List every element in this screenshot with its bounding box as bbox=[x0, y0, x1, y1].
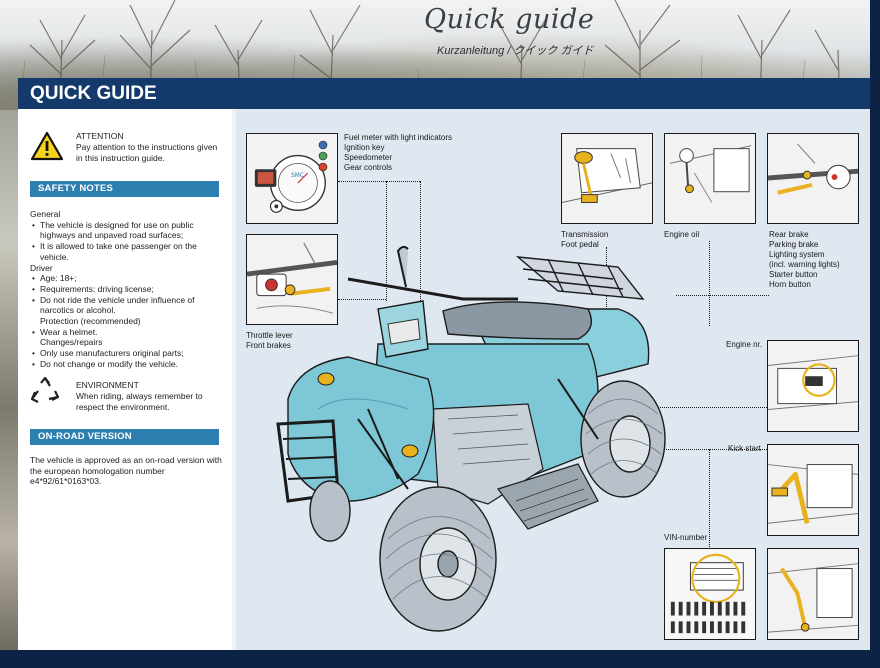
list-item: Do not change or modify the vehicle. bbox=[30, 359, 226, 370]
leader-line bbox=[338, 299, 386, 300]
callout-line: Ignition key bbox=[344, 143, 385, 152]
on-road-version-heading: ON-ROAD VERSION bbox=[38, 431, 132, 442]
callout-line: Front brakes bbox=[246, 341, 291, 350]
kick-pedal-thumbnail bbox=[767, 548, 859, 640]
general-label: General bbox=[30, 209, 61, 219]
vin-number-thumbnail bbox=[664, 548, 756, 640]
transmission-thumbnail bbox=[561, 133, 653, 224]
transmission-drawing bbox=[562, 134, 652, 223]
engine-oil-drawing bbox=[665, 134, 755, 223]
rear-controls-drawing bbox=[768, 134, 858, 223]
engine-oil-thumbnail bbox=[664, 133, 756, 224]
column-divider bbox=[232, 109, 236, 650]
environment-heading: ENVIRONMENT bbox=[76, 380, 139, 390]
dashboard-callout: Fuel meter with light indicators Ignitio… bbox=[344, 133, 452, 173]
kick-start-label: Kick start bbox=[728, 444, 761, 453]
leader-line bbox=[338, 181, 420, 182]
attention-heading: ATTENTION bbox=[76, 131, 124, 141]
callout-line: Throttle lever bbox=[246, 331, 293, 340]
list-item: Requirements: driving license; bbox=[30, 284, 226, 295]
indicator-lights-icon bbox=[318, 140, 328, 172]
driver-label: Driver bbox=[30, 262, 53, 273]
leader-line bbox=[566, 449, 767, 450]
leader-line bbox=[676, 295, 769, 296]
atv-illustration bbox=[276, 245, 666, 632]
callout-line: Lighting system bbox=[769, 250, 825, 259]
environment-text: When riding, always remember to respect … bbox=[76, 391, 203, 412]
callout-line: Speedometer bbox=[344, 153, 393, 162]
on-road-version-bar: ON-ROAD VERSION bbox=[30, 429, 219, 445]
safety-notes-bar: SAFETY NOTES bbox=[30, 181, 219, 197]
script-title: Quick guide bbox=[424, 4, 595, 35]
leader-line bbox=[420, 181, 421, 323]
list-item: Only use manufacturers original parts; bbox=[30, 348, 226, 359]
callout-line: Horn button bbox=[769, 280, 811, 289]
list-item: It is allowed to take one passenger on t… bbox=[30, 241, 226, 262]
page-title: QUICK GUIDE bbox=[30, 83, 157, 104]
engine-number-label: Engine nr. bbox=[726, 340, 763, 349]
right-edge bbox=[870, 0, 880, 668]
subtitle: Kurzanleitung / クイック ガイド bbox=[437, 45, 594, 57]
kick-start-thumbnail bbox=[767, 444, 859, 536]
safety-notes-heading: SAFETY NOTES bbox=[38, 183, 114, 194]
list-item: Do not ride the vehicle under influence … bbox=[30, 295, 226, 316]
list-subheading: Changes/repairs bbox=[40, 337, 103, 348]
callout-line: Foot pedal bbox=[561, 240, 599, 249]
bottom-bar bbox=[18, 650, 870, 668]
callout-line: Starter button bbox=[769, 270, 818, 279]
vin-number-drawing bbox=[665, 549, 755, 639]
svg-text:SMC: SMC bbox=[291, 173, 304, 179]
engine-number-drawing bbox=[768, 341, 858, 431]
leader-line bbox=[709, 449, 710, 549]
left-column: ATTENTION Pay attention to the instructi… bbox=[18, 109, 232, 650]
callout-line: Fuel meter with light indicators bbox=[344, 133, 453, 142]
driver-list: Age: 18+; Requirements: driving license;… bbox=[30, 273, 226, 369]
callout-line: Gear controls bbox=[344, 163, 393, 172]
kick-start-drawing bbox=[768, 445, 858, 535]
engine-number-thumbnail bbox=[767, 340, 859, 432]
leader-line bbox=[709, 241, 710, 326]
leader-line bbox=[386, 181, 387, 301]
transmission-callout: Transmission Foot pedal bbox=[561, 230, 608, 250]
throttle-callout: Throttle lever Front brakes bbox=[246, 331, 293, 351]
callout-line: Parking brake bbox=[769, 240, 819, 249]
list-subheading: Protection (recommended) bbox=[40, 316, 141, 327]
list-item: Wear a helmet. bbox=[30, 327, 226, 338]
vin-number-label: VIN-number bbox=[664, 533, 708, 542]
kick-pedal-drawing bbox=[768, 549, 858, 639]
on-road-version-text: The vehicle is approved as an on-road ve… bbox=[30, 455, 222, 487]
callout-line: Transmission bbox=[561, 230, 609, 239]
recycle-icon bbox=[30, 377, 60, 403]
callout-line: Rear brake bbox=[769, 230, 809, 239]
rear-controls-callout: Rear brake Parking brake Lighting system… bbox=[769, 230, 840, 290]
list-item: Age: 18+; bbox=[30, 273, 226, 284]
leader-line bbox=[596, 407, 767, 408]
safety-notes-text: General The vehicle is designed for use … bbox=[30, 209, 226, 370]
list-item: The vehicle is designed for use on publi… bbox=[30, 220, 226, 241]
atv-diagram: SMC Fuel meter with light indicators Ign… bbox=[236, 109, 870, 650]
title-bar: QUICK GUIDE bbox=[18, 78, 870, 109]
general-list: The vehicle is designed for use on publi… bbox=[30, 220, 226, 263]
side-photo-strip bbox=[0, 110, 18, 650]
engine-oil-label: Engine oil bbox=[664, 230, 700, 239]
callout-line: (incl. warning lights) bbox=[769, 260, 840, 269]
throttle-thumbnail bbox=[246, 234, 338, 325]
rear-controls-thumbnail bbox=[767, 133, 859, 224]
warning-icon bbox=[30, 131, 64, 161]
throttle-drawing bbox=[247, 235, 337, 324]
attention-text: Pay attention to the instructions given … bbox=[76, 142, 218, 163]
